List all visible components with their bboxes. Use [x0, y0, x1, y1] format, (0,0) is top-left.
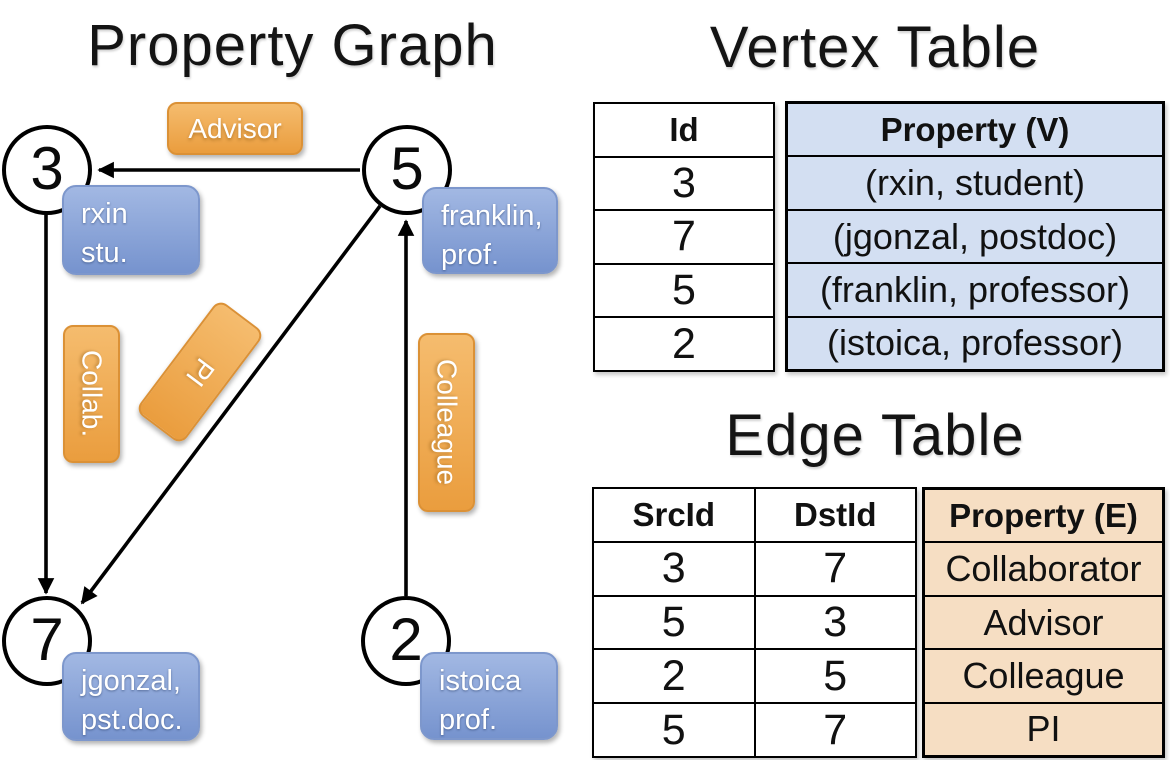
vertex-property-box-franklin: franklin, prof. — [422, 187, 558, 274]
edge-table-property-cell: Collaborator — [925, 541, 1162, 594]
edge-table-title: Edge Table — [725, 403, 1025, 468]
vertex-table-property-cell: (jgonzal, postdoc) — [788, 208, 1162, 262]
edge-table-property-cell: Advisor — [925, 594, 1162, 648]
vertex-table-property-column: Property (V) (rxin, student) (jgonzal, p… — [785, 101, 1165, 372]
edge-label-advisor: Advisor — [167, 102, 303, 155]
vertex-table-id-cell: 3 — [595, 155, 773, 210]
edge-table-header-srcid: SrcId — [594, 489, 756, 541]
edge-table-dst-cell: 5 — [823, 651, 848, 700]
edge-table-dst-cell: 7 — [823, 544, 848, 593]
vertex-table-title: Vertex Table — [709, 15, 1041, 80]
vertex-property-line: pst.doc. — [81, 704, 183, 736]
vertex-table-property-cell: (rxin, student) — [788, 155, 1162, 208]
edge-table-header-property: Property (E) — [949, 496, 1138, 534]
edge-table-id-columns: SrcId DstId 3 7 5 3 2 5 5 7 — [592, 487, 917, 758]
edge-table-property-column: Property (E) Collaborator Advisor Collea… — [922, 487, 1165, 758]
edge-table-src-cell: 2 — [594, 650, 756, 703]
vertex-table-id-cell: 5 — [595, 262, 773, 317]
edge-table-src-cell: 5 — [594, 596, 756, 649]
vertex-property-line: prof. — [439, 704, 498, 736]
vertex-property-line: prof. — [441, 239, 500, 271]
edge-table-dst-cell: 7 — [823, 705, 848, 754]
edge-label-colleague: Colleague — [418, 333, 475, 512]
edge-table-header-dstid: DstId — [794, 495, 877, 533]
vertex-property-line: franklin, — [441, 200, 543, 232]
edge-table-property-cell: Colleague — [925, 648, 1162, 701]
vertex-property-line: jgonzal, — [81, 665, 181, 697]
graph-node-2: 2 — [361, 596, 451, 686]
edge-table-src-cell: 3 — [594, 542, 756, 595]
vertex-table-id-column: Id 3 7 5 2 — [593, 102, 775, 372]
edge-pi-5-to-7 — [80, 204, 382, 605]
graph-edges-layer — [37, 161, 415, 605]
edge-label-collab: Collab. — [63, 325, 120, 463]
vertex-table-header-property: Property (V) — [880, 110, 1070, 148]
edge-table-src-cell: 5 — [594, 704, 756, 756]
vertex-table-id-cell: 2 — [595, 316, 773, 370]
vertex-table-property-cell: (franklin, professor) — [788, 262, 1162, 315]
vertex-property-box-rxin: rxin stu. — [62, 185, 200, 275]
edge-table-dst-cell: 3 — [823, 597, 848, 646]
property-graph-title: Property Graph — [87, 13, 498, 78]
vertex-property-line: istoica — [439, 665, 522, 697]
vertex-property-line: rxin — [81, 198, 128, 230]
vertex-property-line: stu. — [81, 237, 128, 269]
vertex-table-header-id: Id — [669, 110, 699, 148]
vertex-property-box-jgonzal: jgonzal, pst.doc. — [62, 652, 200, 741]
edge-table-property-cell: PI — [925, 701, 1162, 755]
vertex-property-box-istoica: istoica prof. — [420, 652, 558, 740]
vertex-table-id-cell: 7 — [595, 209, 773, 263]
graph-node-5: 5 — [362, 125, 452, 215]
vertex-table-property-cell: (istoica, professor) — [788, 315, 1162, 369]
